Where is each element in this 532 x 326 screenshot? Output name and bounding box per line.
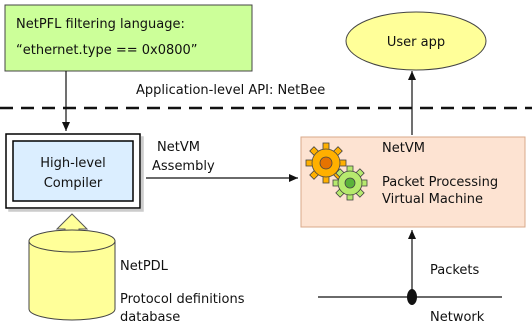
filter-line1: NetPFL filtering language: bbox=[16, 17, 185, 32]
user-app-ellipse bbox=[345, 11, 487, 71]
netvm-box: NetVM Packet Processing Virtual Machine bbox=[300, 136, 526, 228]
user-app-node: User app bbox=[345, 11, 487, 71]
api-label: Application-level API: NetBee bbox=[136, 83, 325, 98]
packets-label: Packets bbox=[430, 263, 480, 278]
network-label: Network bbox=[430, 310, 485, 325]
netvm-line1: Packet Processing bbox=[382, 175, 498, 190]
netpdl-line1: Protocol definitions bbox=[120, 292, 245, 307]
compiler-line1: High-level bbox=[40, 156, 105, 171]
compiler-line2: Compiler bbox=[44, 176, 103, 191]
network-tap-node bbox=[407, 289, 417, 305]
user-app-label: User app bbox=[387, 35, 445, 50]
filter-box-bg bbox=[4, 4, 253, 72]
netvm-assembly-line1: NetVM bbox=[157, 140, 200, 155]
netpdl-line2: database bbox=[120, 310, 180, 325]
netpfl-filter-box: NetPFL filtering language: “ethernet.typ… bbox=[4, 4, 253, 72]
netvm-title: NetVM bbox=[382, 141, 425, 156]
netpdl-name: NetPDL bbox=[120, 259, 169, 274]
compiler-box: High-level Compiler bbox=[5, 133, 141, 209]
compiler-box-inner bbox=[12, 140, 134, 202]
netvm-assembly-line2: Assembly bbox=[152, 159, 215, 174]
netvm-line2: Virtual Machine bbox=[382, 192, 483, 207]
database-top bbox=[28, 229, 116, 253]
database-body bbox=[28, 241, 116, 321]
green-gear-icon bbox=[332, 165, 368, 201]
netpdl-database-cylinder bbox=[28, 229, 116, 321]
filter-line2: “ethernet.type == 0x0800” bbox=[16, 43, 198, 58]
